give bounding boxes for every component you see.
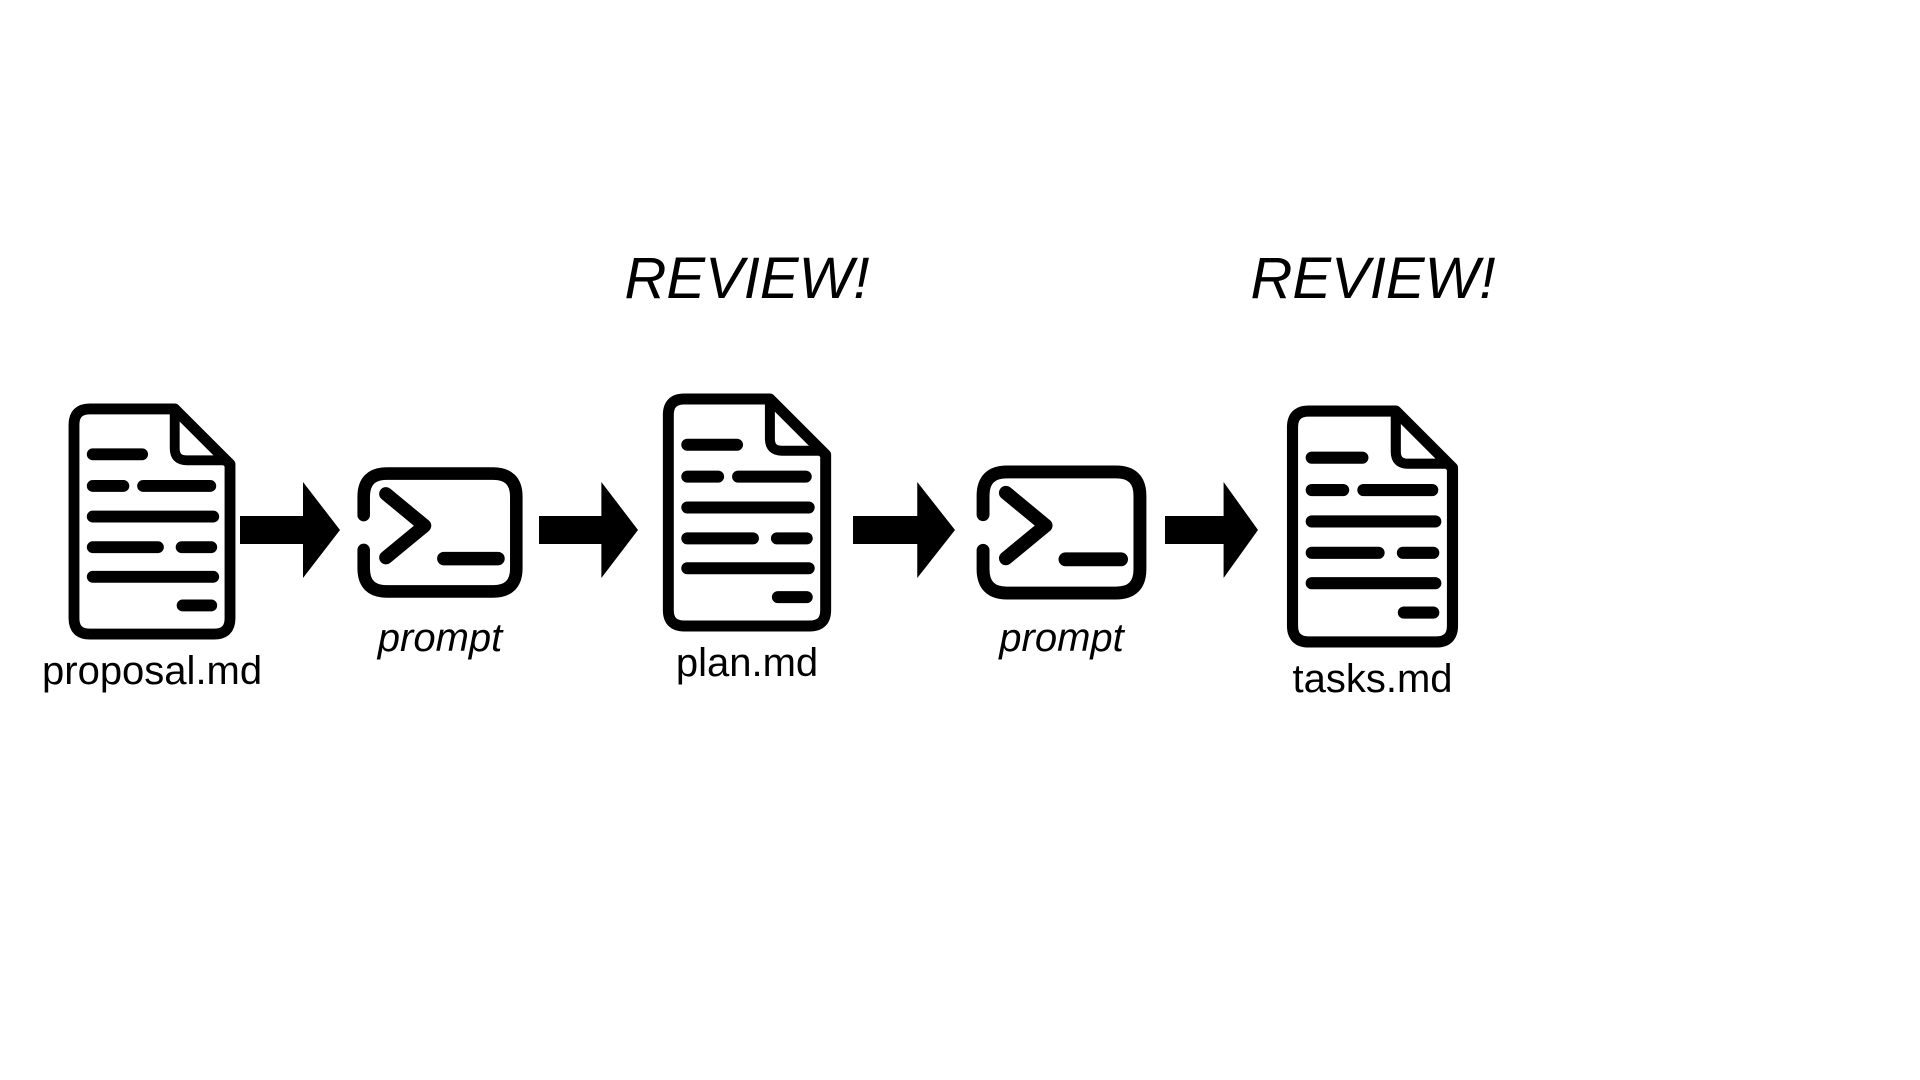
document-icon — [1282, 405, 1463, 648]
document-icon — [658, 393, 836, 632]
review-annotation-tasks: REVIEW! — [1250, 246, 1496, 311]
node-prompt-1: prompt — [355, 463, 525, 660]
node-tasks-md: tasks.md — [1282, 405, 1463, 701]
prompt-label-1: prompt — [377, 616, 503, 660]
file-label-tasks: tasks.md — [1292, 657, 1453, 701]
file-label-proposal: proposal.md — [42, 649, 263, 693]
node-prompt-2: prompt — [973, 463, 1150, 660]
arrow-right-icon — [1165, 482, 1258, 578]
node-proposal-md: proposal.md — [42, 403, 262, 693]
prompt-label-2: prompt — [999, 616, 1124, 660]
node-plan-md: plan.md — [658, 393, 836, 685]
file-label-plan: plan.md — [675, 641, 819, 685]
arrow-right-icon — [240, 482, 340, 578]
terminal-prompt-icon — [355, 463, 525, 602]
document-icon — [63, 403, 241, 640]
arrow-right-icon — [539, 482, 638, 578]
review-annotation-plan: REVIEW! — [624, 246, 870, 311]
terminal-prompt-icon — [973, 463, 1150, 602]
arrow-right-icon — [853, 482, 955, 578]
